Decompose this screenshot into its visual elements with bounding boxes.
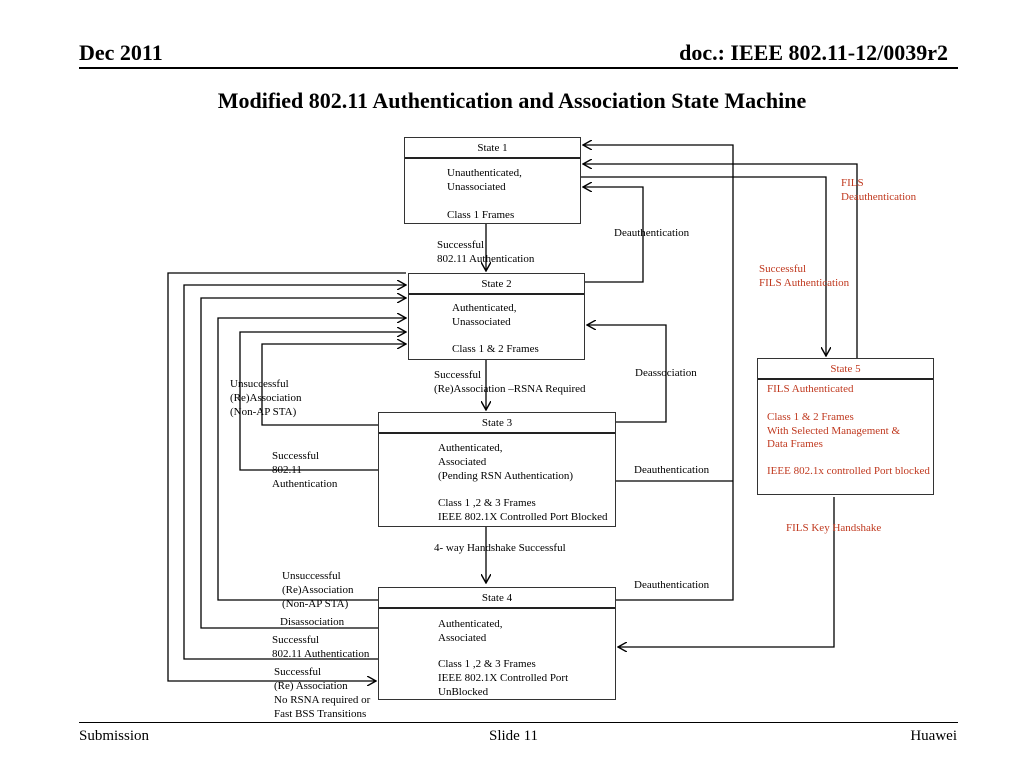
state-4-line: UnBlocked	[438, 686, 489, 698]
footer-slide-number: Slide 11	[489, 728, 539, 744]
state-3-line: Associated	[438, 456, 487, 468]
label-unsuccessful-reassociation-s3: Unsuccessful(Re)Association(Non-AP STA)	[230, 378, 302, 418]
arrow-fils-auth	[581, 176, 826, 356]
state-5-line: With Selected Management &	[767, 425, 901, 437]
state-1-line: Unauthenticated,	[447, 167, 522, 179]
state-4-line: Class 1 ,2 & 3 Frames	[438, 658, 536, 670]
loop-disassoc-s4	[200, 298, 406, 629]
state-2-box: State 2 Authenticated, Unassociated Clas…	[408, 273, 585, 360]
label-deauthentication-s3: Deauthentication	[634, 464, 710, 476]
label-deassociation: Deassociation	[635, 367, 697, 379]
arrow-fils-deauth	[583, 164, 858, 358]
loop-unsucc-reassoc-s3	[261, 344, 406, 426]
footer-submission: Submission	[79, 728, 150, 744]
arrow-deauth-s4-s1	[583, 145, 734, 601]
header-rule	[79, 67, 958, 69]
label-disassociation: Disassociation	[280, 616, 345, 628]
state-4-line: IEEE 802.1X Controlled Port	[438, 672, 569, 684]
arrow-deassoc-s3-s2	[587, 325, 667, 423]
state-2-line: Unassociated	[452, 316, 511, 328]
footer-company: Huawei	[910, 728, 957, 744]
state-3-title: State 3	[379, 413, 615, 434]
label-deauthentication-s4: Deauthentication	[634, 579, 710, 591]
slide-date: Dec 2011	[79, 40, 163, 65]
state-5-line: Class 1 & 2 Frames	[767, 411, 854, 423]
state-3-line: Class 1 ,2 & 3 Frames	[438, 497, 536, 509]
state-1-box: State 1 Unauthenticated, Unassociated Cl…	[404, 137, 581, 224]
label-fils-key-handshake: FILS Key Handshake	[786, 522, 882, 534]
loop-succ-auth-s3	[239, 332, 406, 471]
state-5-line: IEEE 802.1x controlled Port blocked	[767, 465, 930, 477]
slide-title: Modified 802.11 Authentication and Assoc…	[217, 88, 807, 113]
state-3-line: IEEE 802.1X Controlled Port Blocked	[438, 511, 608, 523]
doc-id: doc.: IEEE 802.11-12/0039r2	[679, 40, 948, 65]
state-2-line: Class 1 & 2 Frames	[452, 343, 539, 355]
footer-rule	[79, 722, 958, 723]
state-4-line: Authenticated,	[438, 618, 503, 630]
arrow-deauth-s2-s1	[583, 187, 644, 283]
loop-succ-auth-s4	[183, 285, 406, 660]
arrow-fils-key	[618, 497, 835, 647]
label-deauthentication-s2: Deauthentication	[614, 227, 690, 239]
loop-unsucc-reassoc-s4	[217, 318, 406, 601]
state-5-line: FILS Authenticated	[767, 383, 854, 395]
state-1-line: Unassociated	[447, 181, 506, 193]
state-5-line: Data Frames	[767, 438, 823, 450]
state-3-line: (Pending RSN Authentication)	[438, 470, 574, 482]
label-unsuccessful-reassociation-s4: Unsuccessful(Re)Association(Non-AP STA)	[282, 570, 354, 610]
state-3-line: Authenticated,	[438, 442, 503, 454]
label-successful-reassociation-rsna: Successful(Re)Association –RSNA Required	[434, 369, 586, 395]
state-4-line: Associated	[438, 632, 487, 644]
state-2-title: State 2	[409, 274, 584, 295]
state-2-line: Authenticated,	[452, 302, 517, 314]
state-3-box: State 3 Authenticated, Associated (Pendi…	[378, 412, 616, 527]
loop-succ-reassoc-s4	[167, 272, 406, 681]
state-5-box: State 5 FILS Authenticated Class 1 & 2 F…	[757, 358, 934, 495]
state-4-title: State 4	[379, 588, 615, 609]
state-1-line: Class 1 Frames	[447, 209, 515, 221]
state-4-box: State 4 Authenticated, Associated Class …	[378, 587, 616, 700]
label-four-way-handshake: 4- way Handshake Successful	[434, 542, 566, 554]
state-1-title: State 1	[405, 138, 580, 159]
state-5-title: State 5	[758, 359, 933, 380]
